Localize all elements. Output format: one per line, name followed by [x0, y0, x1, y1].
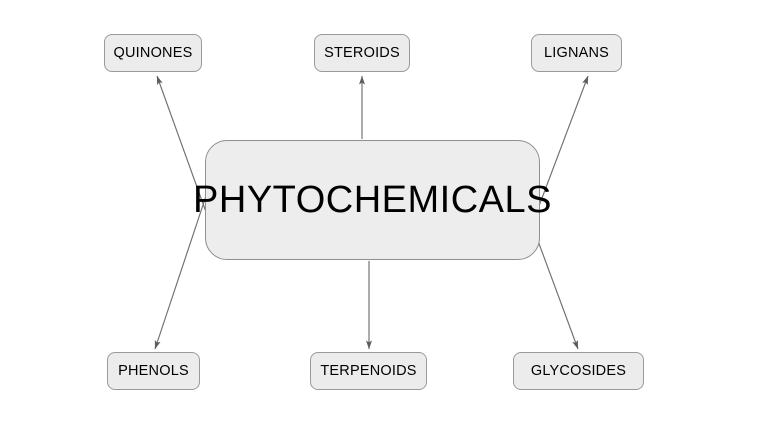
node-phytochemicals-label: PHYTOCHEMICALS [193, 178, 552, 221]
node-steroids-label: STEROIDS [324, 45, 400, 61]
node-steroids[interactable]: STEROIDS [314, 34, 410, 72]
node-quinones[interactable]: QUINONES [104, 34, 202, 72]
node-lignans[interactable]: LIGNANS [531, 34, 622, 72]
node-phytochemicals[interactable]: PHYTOCHEMICALS [193, 140, 551, 260]
node-terpenoids-label: TERPENOIDS [320, 363, 417, 379]
node-glycosides-label: GLYCOSIDES [530, 363, 627, 379]
node-lignans-label: LIGNANS [543, 45, 610, 61]
node-terpenoids[interactable]: TERPENOIDS [310, 352, 427, 390]
node-quinones-label: QUINONES [113, 45, 193, 61]
node-glycosides[interactable]: GLYCOSIDES [513, 352, 644, 390]
node-phenols[interactable]: PHENOLS [107, 352, 200, 390]
node-phenols-label: PHENOLS [118, 363, 189, 379]
